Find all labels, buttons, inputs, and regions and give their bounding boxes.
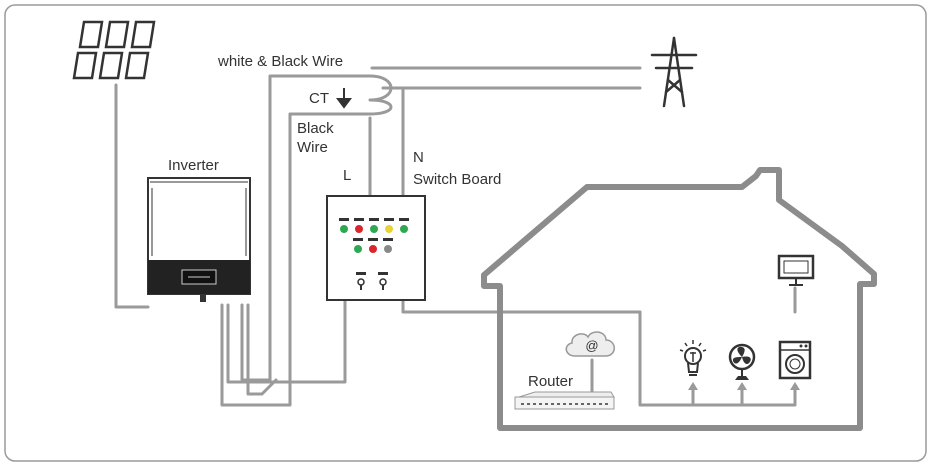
washing-machine-icon <box>778 340 812 380</box>
led-yellow <box>385 225 393 233</box>
router-cloud-symbol: @ <box>585 338 598 353</box>
ct-label: CT <box>309 90 329 107</box>
led-red-1 <box>355 225 363 233</box>
monitor-icon <box>777 254 815 286</box>
black-wire-label-line2: Wire <box>297 139 328 156</box>
n-label: N <box>413 149 424 166</box>
led-green-1 <box>340 225 348 233</box>
fan-icon <box>728 343 756 380</box>
switch-board-icon <box>326 195 426 301</box>
led-red-2 <box>369 245 377 253</box>
cloud-icon: @ <box>565 331 615 357</box>
led-gray <box>384 245 392 253</box>
ct-arrow-icon <box>336 88 352 109</box>
diagram-frame <box>4 4 927 462</box>
power-tower-icon <box>650 36 698 108</box>
inverter-icon <box>147 177 251 302</box>
l-label: L <box>343 167 351 184</box>
light-bulb-icon <box>679 340 707 376</box>
router-icon <box>514 391 615 410</box>
house-outline <box>481 167 877 431</box>
black-wire-label-line1: Black <box>297 120 334 137</box>
appliance-arrows <box>688 382 800 390</box>
breaker-switch-1 <box>356 272 366 290</box>
inverter-label: Inverter <box>168 157 219 174</box>
led-green-3 <box>400 225 408 233</box>
led-green-4 <box>354 245 362 253</box>
router-label: Router <box>528 373 573 390</box>
solar-panel-icon <box>72 20 156 80</box>
led-green-2 <box>370 225 378 233</box>
switch-board-label: Switch Board <box>413 171 501 188</box>
breaker-switch-2 <box>378 272 388 290</box>
white-black-wire-label: white & Black Wire <box>217 53 343 70</box>
